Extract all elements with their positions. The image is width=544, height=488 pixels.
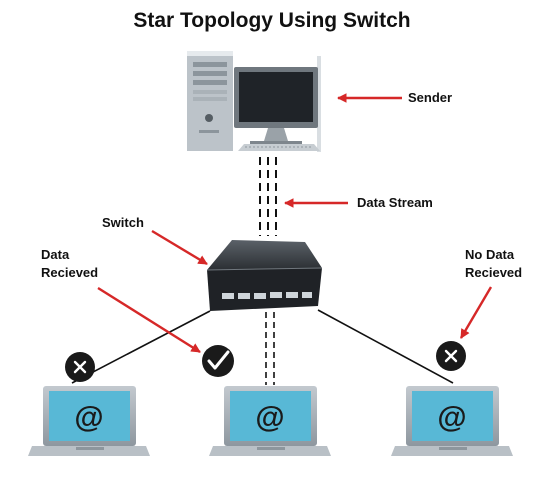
cross-icon	[65, 352, 95, 382]
laptop-right-at-symbol: @	[437, 401, 466, 434]
laptop-center	[209, 386, 331, 456]
laptop-left	[28, 386, 150, 456]
label-no-data-line1: No Data	[465, 247, 515, 262]
monitor	[234, 67, 320, 151]
cross-icon	[436, 341, 466, 371]
label-sender: Sender	[408, 90, 453, 105]
network-switch	[206, 240, 323, 311]
laptop-center-at-symbol: @	[255, 401, 284, 434]
cable-right	[317, 309, 454, 384]
sender-computer	[187, 51, 321, 152]
label-switch: Switch	[102, 215, 144, 230]
network-cables	[71, 309, 454, 385]
computer-tower	[187, 51, 233, 151]
cable-left	[71, 310, 211, 384]
label-received-line2: Recieved	[41, 265, 99, 280]
label-no-data-line2: Recieved	[465, 265, 523, 280]
data-stream-lines	[259, 157, 277, 236]
laptop-left-at-symbol: @	[74, 401, 103, 434]
arrow-to-switch	[151, 229, 208, 266]
laptop-right	[391, 386, 513, 456]
arrow-to-no-data	[459, 286, 493, 339]
label-data-line1: Data	[41, 247, 70, 262]
check-icon	[202, 345, 234, 377]
arrow-to-check	[97, 286, 201, 354]
pointer-arrows	[97, 93, 493, 354]
label-data-stream: Data Stream	[357, 195, 433, 210]
diagram-title: Star Topology Using Switch	[133, 9, 411, 32]
